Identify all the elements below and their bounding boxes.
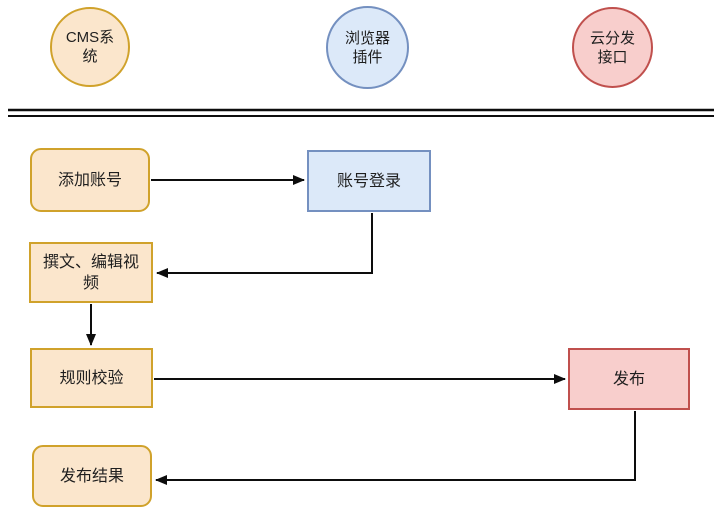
node-compose-edit-video: 撰文、编辑视 频 [29,242,153,303]
lane-circle-cms-system: CMS系 统 [50,7,130,87]
node-label: 发布结果 [59,467,124,485]
lane-label-line: 接口 [597,48,628,66]
lane-circle-browser-plugin: 浏览器 插件 [326,6,409,89]
node-label-line: 撰文、编辑视 [42,253,139,271]
node-label: 规则校验 [59,369,124,387]
node-add-account: 添加账号 [30,148,150,212]
lane-circle-cloud-distribution-api: 云分发 接口 [572,7,653,88]
lane-label-line: 插件 [352,48,383,66]
node-label: 发布 [612,370,645,388]
lane-label-line: CMS系 [65,29,115,46]
lane-label-line: 浏览器 [344,29,390,47]
arrow-account-login-to-compose-edit [156,213,373,278]
lane-separator-double-line [8,108,714,117]
node-label: 添加账号 [57,171,122,189]
lane-label-line: 云分发 [589,29,635,47]
node-rule-check: 规则校验 [30,348,153,408]
node-label-line: 频 [82,274,99,292]
node-label: 账号登录 [336,172,401,190]
lane-label-line: 统 [82,48,98,65]
node-account-login: 账号登录 [307,150,431,212]
node-publish: 发布 [568,348,690,410]
node-publish-result: 发布结果 [32,445,152,507]
arrow-publish-to-publish-result [155,411,636,485]
